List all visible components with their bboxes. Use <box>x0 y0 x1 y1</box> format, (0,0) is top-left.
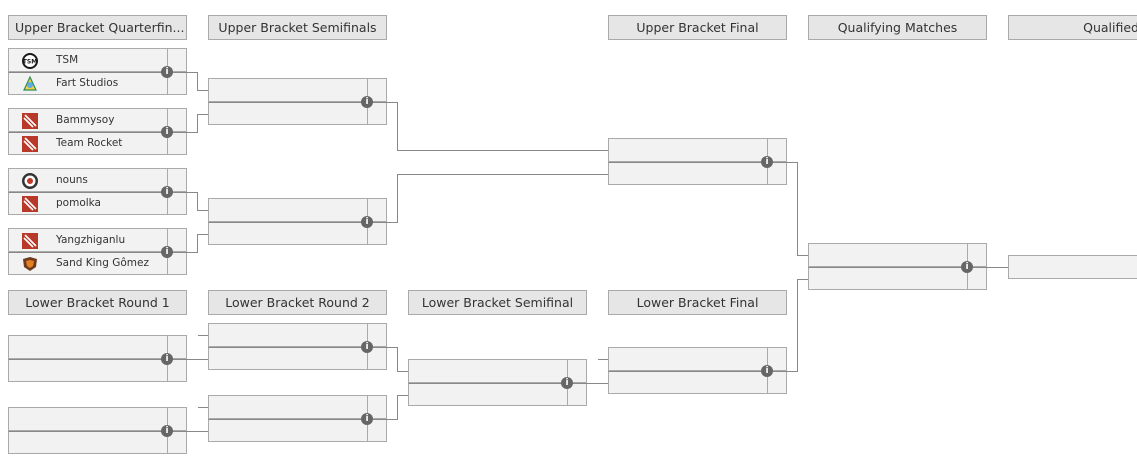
score-cell <box>967 267 986 289</box>
match-info-icon[interactable]: i <box>161 126 173 138</box>
score-cell <box>167 49 186 71</box>
score-cell <box>367 102 386 124</box>
header-qualifying-matches: Qualifying Matches <box>808 15 987 40</box>
team-slot[interactable] <box>208 323 387 347</box>
header-lower-bracket-round-1: Lower Bracket Round 1 <box>8 290 187 315</box>
match-info-icon[interactable]: i <box>761 156 773 168</box>
qualified-team-slot[interactable] <box>1008 255 1137 279</box>
score-cell <box>367 419 386 441</box>
match-info-icon[interactable]: i <box>161 246 173 258</box>
score-cell <box>367 199 386 221</box>
team-slot[interactable]: Sand King Gômez <box>8 251 187 275</box>
team-slot[interactable] <box>8 407 187 431</box>
score-cell <box>767 162 786 184</box>
team-name: Team Rocket <box>56 137 123 149</box>
tsm-logo-icon: TSM <box>22 53 38 69</box>
match-info-icon[interactable]: i <box>761 365 773 377</box>
match-info-icon[interactable]: i <box>361 216 373 228</box>
match-info-icon[interactable]: i <box>561 377 573 389</box>
team-slot[interactable]: Yangzhiganlu <box>8 228 187 252</box>
team-slot[interactable]: Fart Studios <box>8 71 187 95</box>
score-cell <box>367 79 386 101</box>
match-info-icon[interactable]: i <box>361 413 373 425</box>
team-name: nouns <box>56 174 88 186</box>
score-cell <box>967 244 986 266</box>
header-upper-bracket-quarterfinals: Upper Bracket Quarterfin... <box>8 15 187 40</box>
match-info-icon[interactable]: i <box>161 186 173 198</box>
svg-text:TSM: TSM <box>23 59 37 66</box>
score-cell <box>167 109 186 131</box>
score-cell <box>567 383 586 405</box>
score-cell <box>167 431 186 453</box>
score-cell <box>167 192 186 214</box>
team-slot[interactable] <box>8 430 187 454</box>
sand-king-logo-icon <box>23 257 37 271</box>
team-slot[interactable] <box>608 370 787 394</box>
team-name: Yangzhiganlu <box>56 234 126 246</box>
team-name: pomolka <box>56 197 101 209</box>
team-name: Fart Studios <box>56 77 119 89</box>
header-qualified: Qualified <box>1008 15 1137 40</box>
match-info-icon[interactable]: i <box>161 425 173 437</box>
team-slot[interactable] <box>208 346 387 370</box>
match-info-icon[interactable]: i <box>161 353 173 365</box>
dota-logo-icon <box>22 113 38 129</box>
score-cell <box>767 348 786 370</box>
header-upper-bracket-final: Upper Bracket Final <box>608 15 787 40</box>
score-cell <box>767 371 786 393</box>
score-cell <box>167 229 186 251</box>
team-slot[interactable] <box>408 359 587 383</box>
match-info-icon[interactable]: i <box>361 96 373 108</box>
nouns-logo-icon <box>22 173 38 189</box>
score-cell <box>167 252 186 274</box>
team-slot[interactable] <box>208 395 387 419</box>
score-cell <box>167 336 186 358</box>
score-cell <box>167 72 186 94</box>
score-cell <box>167 169 186 191</box>
team-slot[interactable] <box>8 358 187 382</box>
team-slot[interactable] <box>808 266 987 290</box>
score-cell <box>367 324 386 346</box>
score-cell <box>367 222 386 244</box>
team-slot[interactable]: Team Rocket <box>8 131 187 155</box>
team-slot[interactable] <box>208 198 387 222</box>
header-upper-bracket-semifinals: Upper Bracket Semifinals <box>208 15 387 40</box>
dota-logo-icon <box>22 233 38 249</box>
team-slot[interactable] <box>208 101 387 125</box>
header-lower-bracket-final: Lower Bracket Final <box>608 290 787 315</box>
dota-logo-icon <box>22 196 38 212</box>
match-info-icon[interactable]: i <box>961 261 973 273</box>
team-slot[interactable] <box>208 418 387 442</box>
team-name: TSM <box>56 54 79 66</box>
team-slot[interactable] <box>608 347 787 371</box>
dota-logo-icon <box>22 136 38 152</box>
score-cell <box>767 139 786 161</box>
team-name: Sand King Gômez <box>56 257 149 269</box>
match-info-icon[interactable]: i <box>361 341 373 353</box>
team-slot[interactable] <box>608 161 787 185</box>
score-cell <box>167 132 186 154</box>
team-slot[interactable]: nouns <box>8 168 187 192</box>
team-slot[interactable] <box>208 221 387 245</box>
match-info-icon[interactable]: i <box>161 66 173 78</box>
score-cell <box>167 359 186 381</box>
team-slot[interactable] <box>208 78 387 102</box>
score-cell <box>367 347 386 369</box>
score-cell <box>167 408 186 430</box>
score-cell <box>367 396 386 418</box>
header-lower-bracket-semifinal: Lower Bracket Semifinal <box>408 290 587 315</box>
team-slot[interactable]: pomolka <box>8 191 187 215</box>
team-name: Bammysoy <box>56 114 115 126</box>
score-cell <box>567 360 586 382</box>
team-slot[interactable]: Bammysoy <box>8 108 187 132</box>
header-lower-bracket-round-2: Lower Bracket Round 2 <box>208 290 387 315</box>
team-slot[interactable] <box>408 382 587 406</box>
fart-studios-logo-icon <box>23 75 37 91</box>
